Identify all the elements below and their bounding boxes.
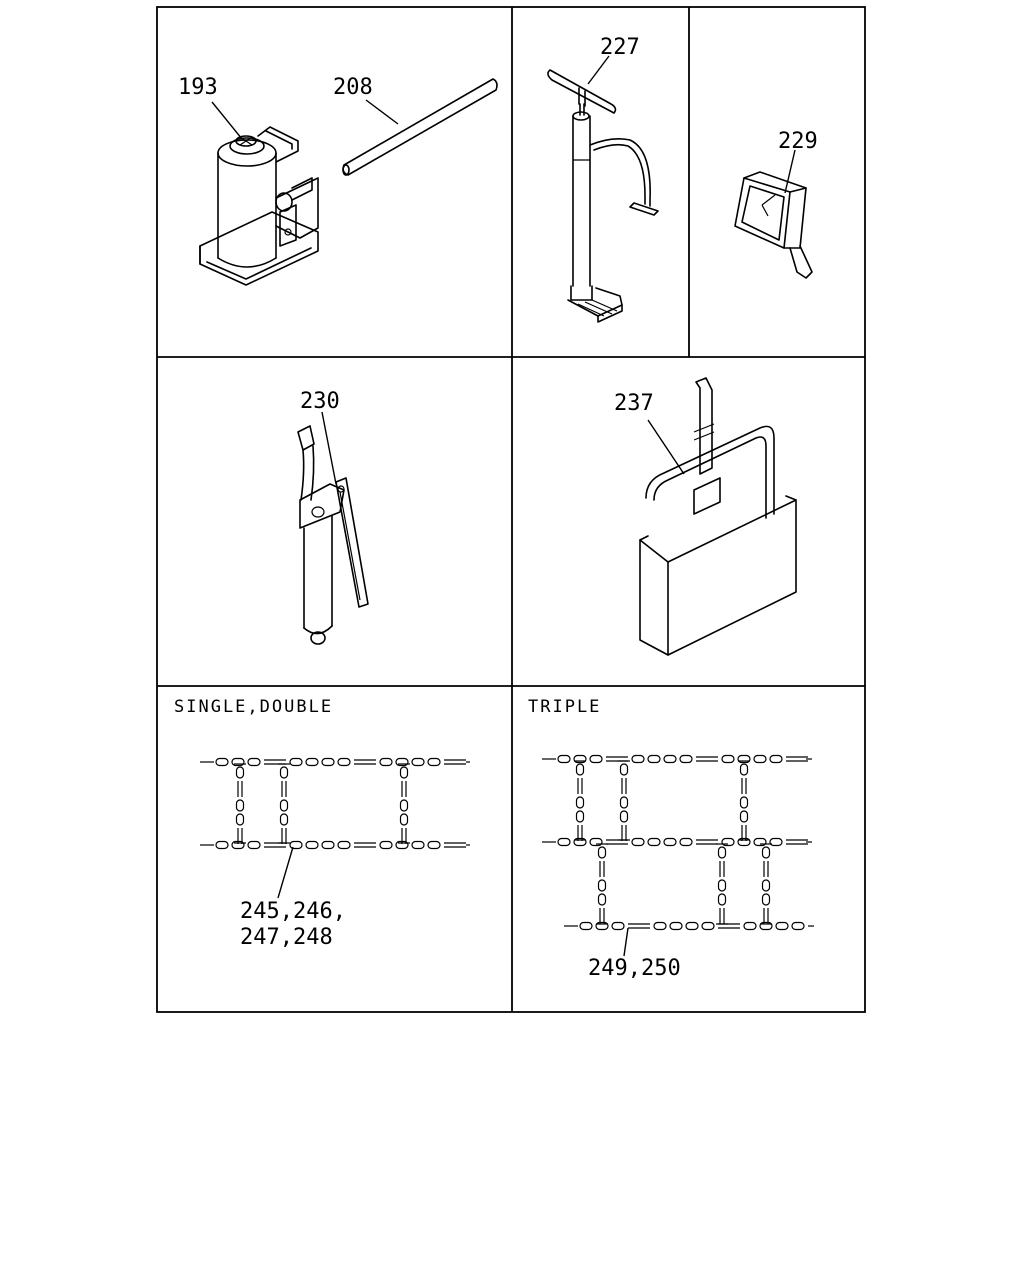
callout-249-250: 249,250 — [588, 956, 681, 981]
tire-gauge-figure: 229 — [734, 129, 818, 279]
jack-handle-figure: 208 — [333, 75, 498, 176]
callout-229: 229 — [778, 129, 818, 154]
bottle-jack-figure: 193 — [178, 75, 319, 286]
callout-193: 193 — [178, 75, 218, 100]
callout-208: 208 — [333, 75, 373, 100]
callout-230: 230 — [300, 389, 340, 414]
grid-frame — [156, 6, 866, 1013]
caption-single-double: SINGLE,DOUBLE — [174, 697, 333, 717]
caption-triple: TRIPLE — [528, 697, 601, 717]
callout-227: 227 — [600, 35, 640, 60]
callout-245-246: 245,246, — [240, 899, 346, 924]
tire-chain-triple — [542, 754, 814, 931]
callout-247-248: 247,248 — [240, 925, 333, 950]
tire-pump-figure: 227 — [547, 35, 659, 323]
grease-gun-figure: 230 — [297, 389, 369, 645]
tool-bag-figure: 237 — [614, 377, 797, 656]
callout-237: 237 — [614, 391, 654, 416]
tire-chain-single-double — [200, 757, 470, 850]
